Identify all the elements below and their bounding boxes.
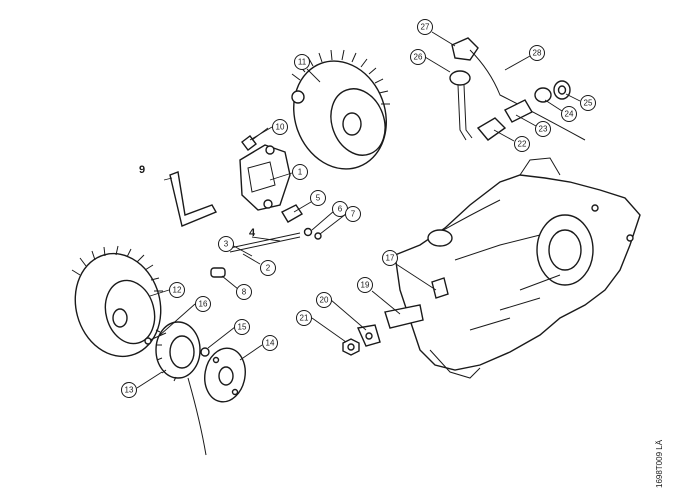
callout-12: 12	[169, 282, 185, 298]
callout-7: 7	[345, 206, 361, 222]
svg-text:7: 7	[351, 210, 356, 219]
callout-20: 20	[316, 292, 332, 308]
callout-15: 15	[234, 319, 250, 335]
callout-19: 19	[357, 277, 373, 293]
svg-text:1: 1	[298, 168, 303, 177]
flywheel-lower	[71, 245, 163, 358]
label-4: 4	[249, 227, 256, 239]
callout-14: 14	[262, 335, 278, 351]
crankcase	[394, 157, 641, 379]
svg-text:13: 13	[125, 386, 134, 395]
callout-27: 27	[417, 19, 433, 35]
svg-text:12: 12	[173, 286, 182, 295]
callout-13: 13	[121, 382, 137, 398]
leader-lines	[136, 31, 581, 389]
ignition-module	[239, 144, 291, 211]
svg-text:19: 19	[361, 281, 370, 290]
svg-text:5: 5	[316, 194, 321, 203]
svg-text:17: 17	[386, 254, 395, 263]
svg-text:28: 28	[533, 49, 542, 58]
callout-2: 2	[260, 260, 276, 276]
nut-21	[342, 338, 360, 356]
callout-22: 22	[514, 136, 530, 152]
callout-11: 11	[294, 54, 310, 70]
svg-text:27: 27	[421, 23, 430, 32]
callout-25: 25	[580, 95, 596, 111]
svg-text:6: 6	[338, 205, 343, 214]
svg-text:26: 26	[414, 53, 423, 62]
washer-15	[200, 347, 210, 357]
base-plate	[204, 347, 246, 403]
screw-17	[431, 277, 449, 299]
svg-text:3: 3	[224, 240, 229, 249]
svg-text:23: 23	[539, 125, 548, 134]
callout-21: 21	[296, 310, 312, 326]
callout-6: 6	[332, 201, 348, 217]
callout-1: 1	[292, 164, 308, 180]
callout-24: 24	[561, 106, 577, 122]
callout-16: 16	[195, 296, 211, 312]
flywheel-upper	[291, 49, 390, 170]
reference-code: 1698T009 LÄ	[655, 439, 664, 488]
callout-23: 23	[535, 121, 551, 137]
callout-28: 28	[529, 45, 545, 61]
callout-17: 17	[382, 250, 398, 266]
svg-text:8: 8	[242, 288, 247, 297]
svg-text:25: 25	[584, 99, 593, 108]
bracket-19	[384, 304, 424, 329]
plate-20	[356, 324, 381, 347]
callout-10: 10	[272, 119, 288, 135]
svg-text:20: 20	[320, 296, 329, 305]
svg-text:15: 15	[238, 323, 247, 332]
svg-text:16: 16	[199, 300, 208, 309]
svg-text:24: 24	[565, 110, 574, 119]
svg-text:22: 22	[518, 140, 527, 149]
svg-text:2: 2	[266, 264, 271, 273]
svg-text:21: 21	[300, 314, 309, 323]
callout-5: 5	[310, 190, 326, 206]
svg-text:14: 14	[266, 339, 275, 348]
screw-16	[144, 332, 167, 345]
svg-text:10: 10	[276, 123, 285, 132]
fuel-line-assembly	[449, 37, 586, 141]
label-9: 9	[139, 164, 145, 176]
rotor-ring	[155, 321, 207, 456]
callout-8: 8	[236, 284, 252, 300]
svg-text:11: 11	[298, 58, 307, 67]
wrench-9	[169, 171, 218, 227]
callout-3: 3	[218, 236, 234, 252]
callout-26: 26	[410, 49, 426, 65]
short-circuit-wire	[210, 204, 322, 278]
